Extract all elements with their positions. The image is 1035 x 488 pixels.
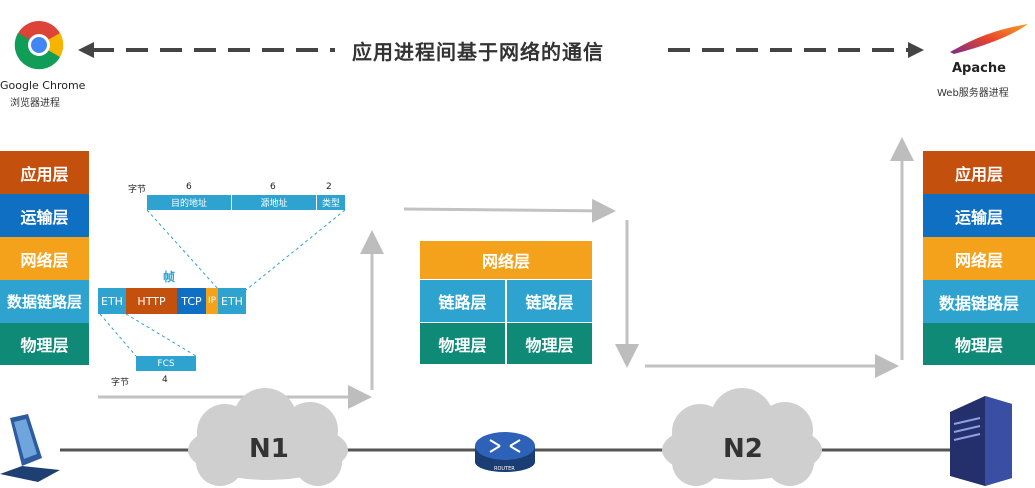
network-n2-label: N2 [723,434,763,464]
frame-segment-ip: IP [206,288,218,314]
frame-guides [99,209,346,357]
frame-header-size-src: 6 [270,182,276,192]
right-layer-physical: 物理层 [923,323,1035,365]
frame-field-source: 源地址 [232,195,316,210]
client-process-name: Google Chrome [0,79,86,92]
diagram-title: 应用进程间基于网络的通信 [352,40,604,64]
right-layer-transport: 运输层 [923,194,1035,237]
frame-segment-http: HTTP [126,288,177,314]
router-layer-physical-right: 物理层 [507,323,592,364]
right-layer-application: 应用层 [923,151,1035,194]
frame-segment-tcp: TCP [177,288,206,314]
network-n1-label: N1 [249,434,289,464]
top-dashed-arrow [78,42,924,58]
router-icon [475,432,535,472]
left-layer-network: 网络层 [0,237,89,280]
data-flow-path [98,137,914,409]
frame-field-destination: 目的地址 [147,195,231,210]
frame-header-size-type: 2 [326,182,332,192]
frame-header-size-dst: 6 [186,182,192,192]
left-layer-data-link: 数据链路层 [0,280,89,323]
frame-field-type: 类型 [317,195,345,210]
router-layer-link-left: 链路层 [420,280,505,322]
cloud-icon [188,388,348,486]
frame-segment-eth-trailer: ETH [218,288,246,314]
server-process-name: Apache [952,61,1006,76]
frame-trailer-unit: 字节 [111,378,130,388]
apache-feather-icon [950,24,1028,54]
client-process-caption: 浏览器进程 [10,98,60,109]
left-layer-application: 应用层 [0,151,89,194]
server-icon [950,396,1012,486]
frame-header-unit: 字节 [128,185,147,195]
server-process-caption: Web服务器进程 [937,88,1009,99]
left-layer-physical: 物理层 [0,323,89,365]
cloud-icon [662,388,822,486]
router-layer-link-right: 链路层 [507,280,592,322]
frame-label: 帧 [163,270,176,284]
frame-segment-eth-header: ETH [98,288,126,314]
router-layer-physical-left: 物理层 [420,323,505,364]
chrome-logo-icon [14,21,64,70]
frame-trailer-size: 4 [162,375,168,385]
router-label: ROUTER [494,466,515,472]
right-layer-data-link: 数据链路层 [923,280,1035,323]
right-layer-network: 网络层 [923,237,1035,280]
laptop-icon [0,414,60,482]
frame-field-fcs: FCS [136,356,196,371]
router-layer-network: 网络层 [420,241,592,279]
left-layer-transport: 运输层 [0,194,89,237]
